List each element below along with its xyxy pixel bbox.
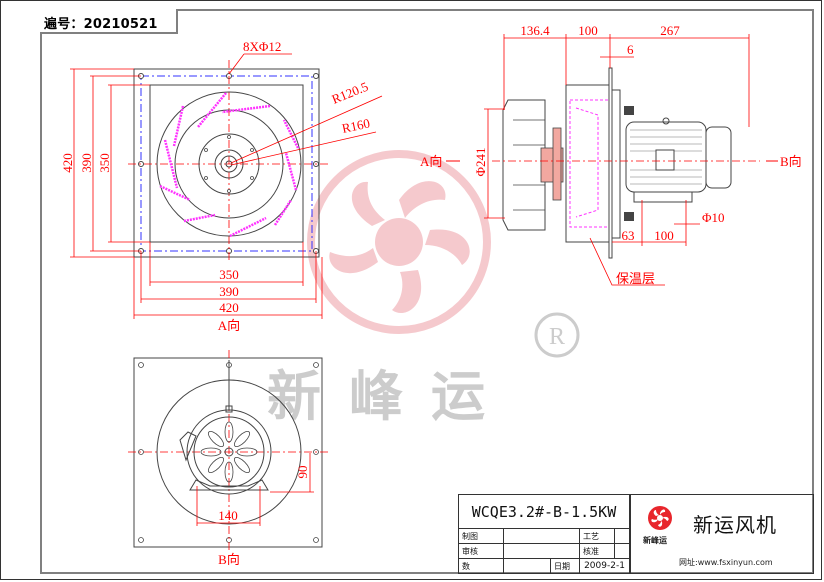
row-label: 日期 (550, 558, 580, 574)
row-label: 数 (458, 558, 504, 574)
approval-table: 制图 工艺 审核 核准 数 日期 2009-2-1 (458, 528, 630, 574)
table-row: 审核 核准 (458, 543, 630, 559)
website-url: 网址:www.fsxinyun.com (679, 558, 773, 567)
row-value (503, 528, 580, 544)
drawing-code: 遍号：20210521 (40, 9, 178, 34)
row-value (614, 528, 630, 544)
dim-foot-spacing: 100 (654, 228, 674, 243)
row-label: 核准 (579, 543, 615, 559)
dim-shaft-height: 90 (295, 466, 310, 479)
dim-motor-length: 267 (660, 23, 680, 38)
row-value (503, 558, 551, 574)
model-number: WCQE3.2#-B-1.5KW (458, 494, 630, 528)
registered-mark-icon (534, 312, 580, 358)
row-label: 制图 (458, 528, 504, 544)
dim-foot-width: 140 (218, 508, 238, 523)
dim-v-350: 350 (97, 153, 112, 173)
fan-logo-icon (648, 506, 672, 530)
brand-panel: 新峰运 新运风机 网址:www.fsxinyun.com (630, 494, 814, 574)
date-value: 2009-2-1 (579, 558, 630, 574)
dim-housing-length: 100 (578, 23, 598, 38)
row-label: 工艺 (579, 528, 615, 544)
company-name: 新运风机 (693, 513, 777, 537)
dim-plate-thickness: 6 (627, 42, 634, 57)
view-label-b: B向 (218, 552, 240, 567)
view-label-a: A向 (218, 318, 240, 333)
side-view: 136.4 100 267 6 Φ241 63 100 Φ10 保温层 A向 B… (420, 23, 802, 286)
row-value (503, 543, 580, 559)
radius-inner-callout: R120.5 (330, 79, 371, 107)
registered-letter: R (549, 324, 565, 350)
dim-h-350: 350 (219, 267, 239, 282)
title-block: WCQE3.2#-B-1.5KW 制图 工艺 审核 核准 数 日期 2009-2… (458, 494, 814, 574)
insulation-label: 保温层 (616, 271, 655, 286)
brand-logo-text: 新峰运 (643, 536, 667, 545)
row-value (614, 543, 630, 559)
table-row: 制图 工艺 (458, 528, 630, 544)
dim-foot-offset: 63 (622, 228, 635, 243)
dim-h-420: 420 (219, 300, 239, 315)
holes-callout: 8XΦ12 (243, 39, 281, 54)
arrow-label-a: A向 (420, 154, 442, 169)
dim-diameter: Φ241 (473, 147, 488, 176)
drawing-frame (40, 9, 814, 574)
table-row: 数 日期 2009-2-1 (458, 558, 630, 574)
radius-outer-callout: R160 (341, 115, 372, 136)
rear-view: 140 90 B向 (128, 350, 328, 567)
arrow-label-b: B向 (780, 154, 802, 169)
dim-h-390: 390 (219, 284, 239, 299)
dim-v-390: 390 (79, 153, 94, 173)
dim-foot-hole: Φ10 (702, 210, 725, 225)
dim-impeller-length: 136.4 (520, 23, 550, 38)
watermark-text: 新峰运 (267, 367, 513, 427)
row-label: 审核 (458, 543, 504, 559)
dim-v-420: 420 (60, 153, 75, 173)
watermark-fan-logo-icon (307, 150, 491, 334)
